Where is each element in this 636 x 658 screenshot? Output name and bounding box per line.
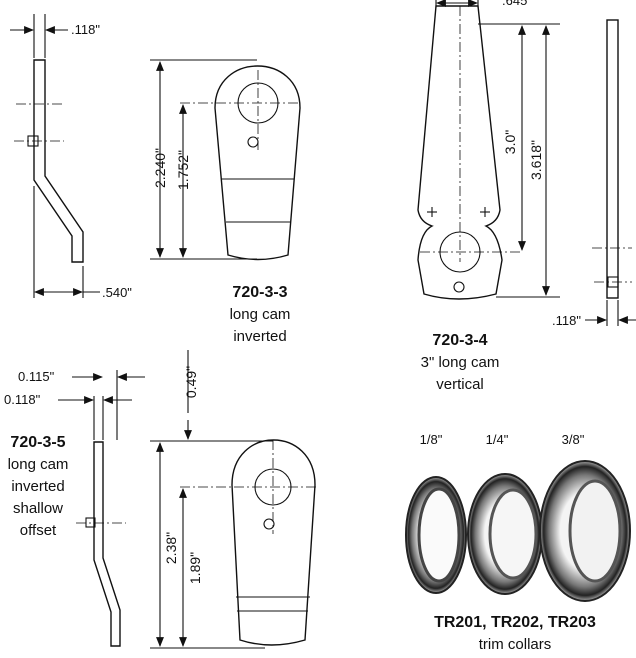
dim-049: 0.49"	[183, 366, 199, 398]
dim-2240: 2.240"	[152, 148, 168, 188]
part-number: 720-3-3	[232, 284, 288, 301]
dim-540: .540"	[102, 285, 132, 300]
dim-118-right: .118"	[552, 313, 581, 328]
dim-189: 1.89"	[187, 552, 203, 584]
collar-size-1-4: 1/4"	[486, 432, 509, 447]
front-view-720-3-5: 0.49" 2.38" 1.89"	[150, 350, 318, 649]
collar-size-3-8: 3/8"	[562, 432, 585, 447]
dim-0118: 0.118"	[4, 392, 41, 407]
collar-size-1-8: 1/8"	[420, 432, 443, 447]
dim-0115: 0.115"	[18, 369, 55, 384]
caption-line: offset	[19, 522, 57, 539]
dim-645: .645"	[502, 0, 532, 8]
trim-collars-photo: 1/8" 1/4" 3/8"	[405, 432, 631, 602]
caption-line: vertical	[436, 376, 484, 393]
part-number: 720-3-5	[10, 434, 66, 451]
collar-medium-image	[467, 473, 543, 595]
dim-238: 2.38"	[163, 532, 179, 564]
side-view-720-3-3: .118" .540"	[10, 14, 132, 300]
caption-720-3-5: 720-3-5 long cam inverted shallow offset	[0, 432, 76, 542]
part-number: 720-3-4	[432, 332, 488, 349]
caption-line: 3" long cam	[420, 354, 500, 371]
collar-small-image	[405, 476, 467, 594]
collar-large-image	[539, 460, 631, 602]
dim-3-0: 3.0"	[502, 130, 518, 154]
front-view-720-3-4: .645" 3.0" 3.618"	[417, 0, 560, 300]
side-view-720-3-5: 0.115" 0.118"	[4, 369, 145, 647]
caption-line: long cam	[229, 306, 291, 323]
dim-3618: 3.618"	[528, 140, 544, 180]
caption-line: inverted	[233, 328, 287, 345]
dim-1752: 1.752"	[175, 150, 191, 190]
front-view-720-3-3: 2.240" 1.752"	[150, 59, 301, 261]
caption-line: trim collars	[478, 636, 552, 653]
caption-line: inverted	[11, 478, 65, 495]
caption-trim-collars: TR201, TR202, TR203 trim collars	[410, 612, 620, 656]
caption-line: long cam	[7, 456, 69, 473]
side-view-720-3-4: .118"	[552, 19, 636, 328]
dim-118-top: .118"	[71, 22, 100, 37]
caption-720-3-3: 720-3-3 long cam inverted	[212, 282, 308, 348]
caption-line: shallow	[12, 500, 64, 517]
part-number: TR201, TR202, TR203	[434, 614, 596, 631]
caption-720-3-4: 720-3-4 3" long cam vertical	[408, 330, 512, 396]
